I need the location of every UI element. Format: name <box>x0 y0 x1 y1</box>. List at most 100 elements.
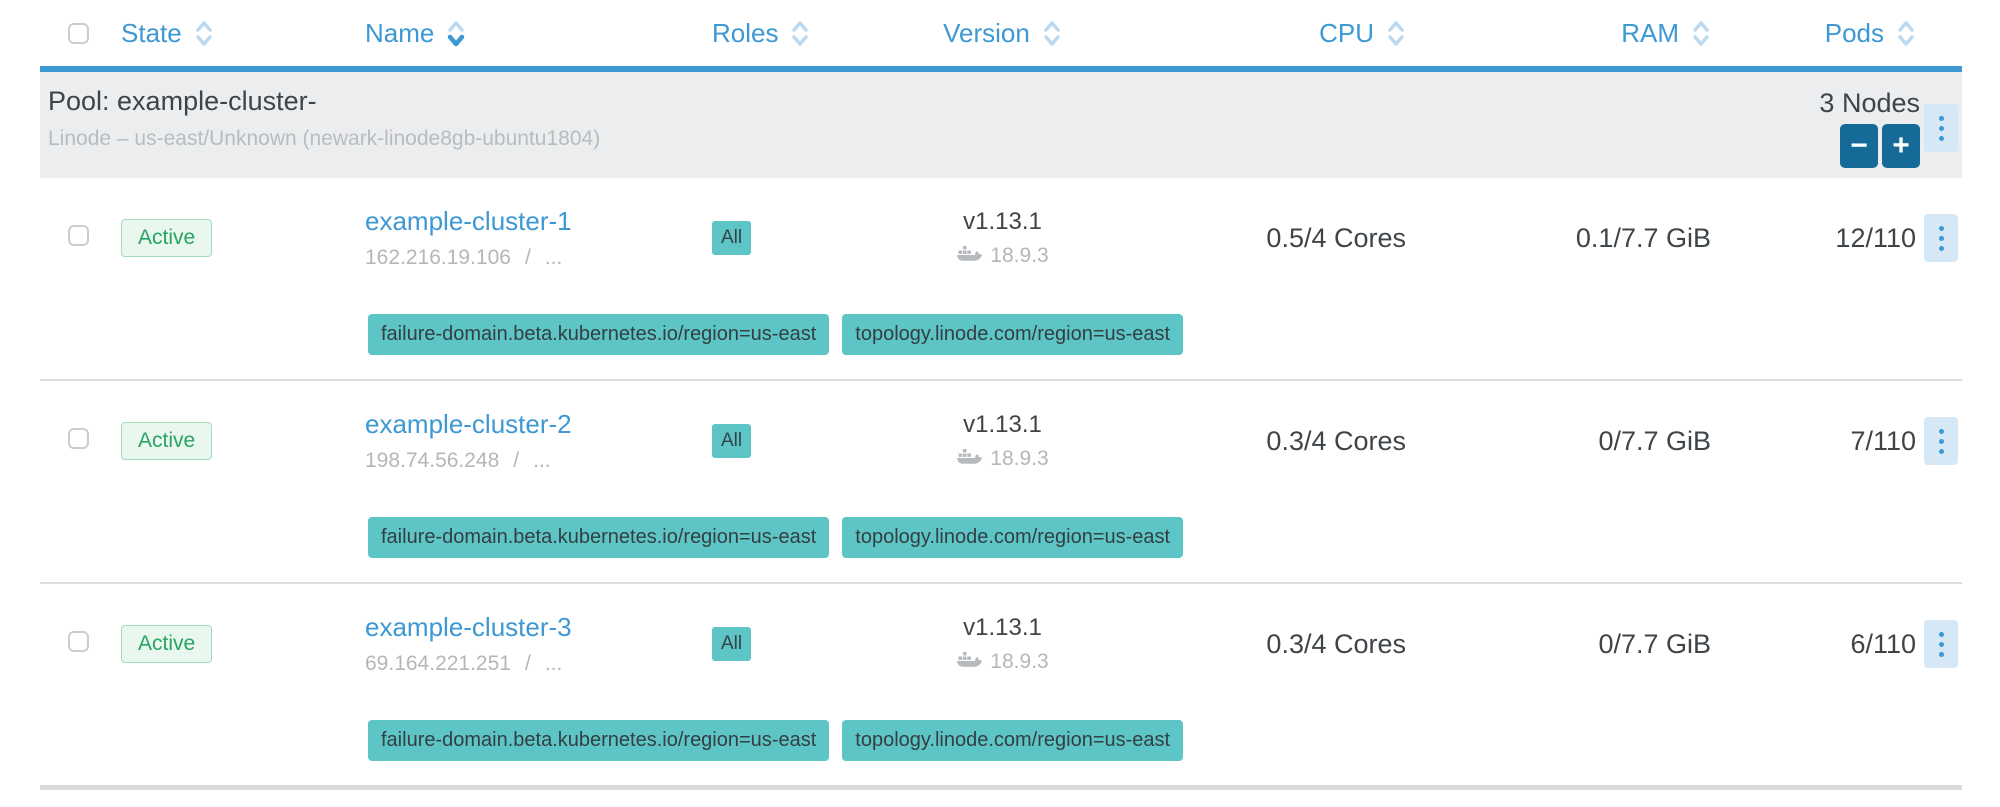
node-labels: failure-domain.beta.kubernetes.io/region… <box>368 720 1962 761</box>
select-all-checkbox[interactable] <box>68 22 89 44</box>
sort-icon[interactable] <box>1896 18 1916 49</box>
ram-value: 0.1/7.7 GiB <box>1575 222 1711 253</box>
kebab-icon <box>1938 631 1944 657</box>
roles-cell: All <box>690 627 860 661</box>
table-row: Active example-cluster-3 69.164.221.251 … <box>40 582 1962 785</box>
status-badge: Active <box>121 422 213 460</box>
version-cell: v1.13.1 18.9.3 <box>860 614 1145 674</box>
docker-version: 18.9.3 <box>990 447 1049 470</box>
column-label: Pods <box>1824 17 1884 48</box>
column-header-pods[interactable]: Pods <box>1715 18 1920 49</box>
name-cell: example-cluster-2 198.74.56.248 / ... <box>340 409 690 473</box>
scale-down-button[interactable]: − <box>1840 124 1878 168</box>
node-ip-line: 69.164.221.251 / ... <box>365 652 690 676</box>
node-pools-table: State Name Roles Version CPU RAM Pods <box>40 0 1962 790</box>
name-cell: example-cluster-1 162.216.19.106 / ... <box>340 206 690 270</box>
row-select-checkbox[interactable] <box>68 225 89 246</box>
pods-value: 12/110 <box>1835 222 1916 253</box>
docker-icon <box>956 650 983 674</box>
kubernetes-label-tag: topology.linode.com/region=us-east <box>842 314 1184 355</box>
kubernetes-label-tag: failure-domain.beta.kubernetes.io/region… <box>368 314 830 355</box>
column-label: RAM <box>1621 17 1679 48</box>
row-select-cell <box>40 428 95 454</box>
ip-separator: / <box>524 652 531 675</box>
header-select-all-cell <box>40 22 95 44</box>
kubernetes-label-tag: topology.linode.com/region=us-east <box>842 517 1184 558</box>
status-badge: Active <box>121 625 213 663</box>
docker-version-line: 18.9.3 <box>956 447 1049 471</box>
node-name-link[interactable]: example-cluster-1 <box>365 206 572 236</box>
column-header-name[interactable]: Name <box>340 18 690 49</box>
pool-actions-kebab-button[interactable] <box>1924 104 1958 152</box>
ip-more-ellipsis[interactable]: ... <box>544 246 563 269</box>
pool-node-count: 3 Nodes <box>1819 88 1920 118</box>
table-row: Active example-cluster-2 198.74.56.248 /… <box>40 379 1962 582</box>
docker-icon <box>956 447 983 471</box>
sort-icon[interactable] <box>194 18 214 49</box>
row-select-checkbox[interactable] <box>68 428 89 449</box>
version-cell: v1.13.1 18.9.3 <box>860 208 1145 268</box>
pods-value: 6/110 <box>1850 628 1916 659</box>
node-ip-line: 162.216.19.106 / ... <box>365 246 690 270</box>
state-cell: Active <box>95 219 340 257</box>
kubernetes-version: v1.13.1 <box>963 411 1042 438</box>
role-badge: All <box>712 221 752 255</box>
pool-group-row: Pool: example-cluster- Linode – us-east/… <box>40 72 1962 178</box>
sort-icon[interactable] <box>446 18 466 49</box>
column-header-ram[interactable]: RAM <box>1410 18 1715 49</box>
kubernetes-version: v1.13.1 <box>963 614 1042 641</box>
table-header: State Name Roles Version CPU RAM Pods <box>40 0 1962 72</box>
row-actions-kebab-button[interactable] <box>1924 620 1958 668</box>
ip-more-ellipsis[interactable]: ... <box>544 652 563 675</box>
docker-icon <box>956 244 983 268</box>
node-ip: 162.216.19.106 <box>365 246 511 269</box>
node-ip: 198.74.56.248 <box>365 449 500 472</box>
column-header-roles[interactable]: Roles <box>690 18 860 49</box>
state-cell: Active <box>95 422 340 460</box>
column-header-cpu[interactable]: CPU <box>1145 18 1410 49</box>
node-rows: Active example-cluster-1 162.216.19.106 … <box>40 178 1962 785</box>
node-name-link[interactable]: example-cluster-3 <box>365 612 572 642</box>
roles-cell: All <box>690 221 860 255</box>
scale-up-button[interactable]: + <box>1882 124 1920 168</box>
column-label: CPU <box>1319 17 1374 48</box>
role-badge: All <box>712 627 752 661</box>
column-label: Roles <box>712 17 779 48</box>
cpu-value: 0.5/4 Cores <box>1266 222 1406 253</box>
roles-cell: All <box>690 424 860 458</box>
row-select-cell <box>40 631 95 657</box>
sort-icon[interactable] <box>1042 18 1062 49</box>
state-cell: Active <box>95 625 340 663</box>
kubernetes-label-tag: failure-domain.beta.kubernetes.io/region… <box>368 517 830 558</box>
row-actions-kebab-button[interactable] <box>1924 417 1958 465</box>
cpu-value: 0.3/4 Cores <box>1266 425 1406 456</box>
node-ip: 69.164.221.251 <box>365 652 511 675</box>
pods-value: 7/110 <box>1850 425 1916 456</box>
pool-scale-controls: 3 Nodes − + <box>1708 86 1920 170</box>
ip-more-ellipsis[interactable]: ... <box>533 449 551 472</box>
name-cell: example-cluster-3 69.164.221.251 / ... <box>340 612 690 676</box>
sort-icon[interactable] <box>1386 18 1406 49</box>
row-actions-kebab-button[interactable] <box>1924 214 1958 262</box>
docker-version-line: 18.9.3 <box>956 244 1049 268</box>
node-name-link[interactable]: example-cluster-2 <box>365 409 572 439</box>
sort-icon[interactable] <box>790 18 810 49</box>
cpu-value: 0.3/4 Cores <box>1266 628 1406 659</box>
kebab-icon <box>1938 225 1944 251</box>
column-header-state[interactable]: State <box>95 18 340 49</box>
docker-version: 18.9.3 <box>990 650 1049 673</box>
kebab-icon <box>1938 115 1944 141</box>
row-select-cell <box>40 225 95 251</box>
status-badge: Active <box>121 219 213 257</box>
row-select-checkbox[interactable] <box>68 631 89 652</box>
ram-value: 0/7.7 GiB <box>1598 628 1711 659</box>
sort-icon[interactable] <box>1691 18 1711 49</box>
column-label: State <box>121 17 182 48</box>
column-header-version[interactable]: Version <box>860 18 1145 49</box>
ram-value: 0/7.7 GiB <box>1598 425 1711 456</box>
kubernetes-version: v1.13.1 <box>963 208 1042 235</box>
kubernetes-label-tag: topology.linode.com/region=us-east <box>842 720 1184 761</box>
node-ip-line: 198.74.56.248 / ... <box>365 449 690 473</box>
ip-separator: / <box>524 246 531 269</box>
ip-separator: / <box>513 449 520 472</box>
